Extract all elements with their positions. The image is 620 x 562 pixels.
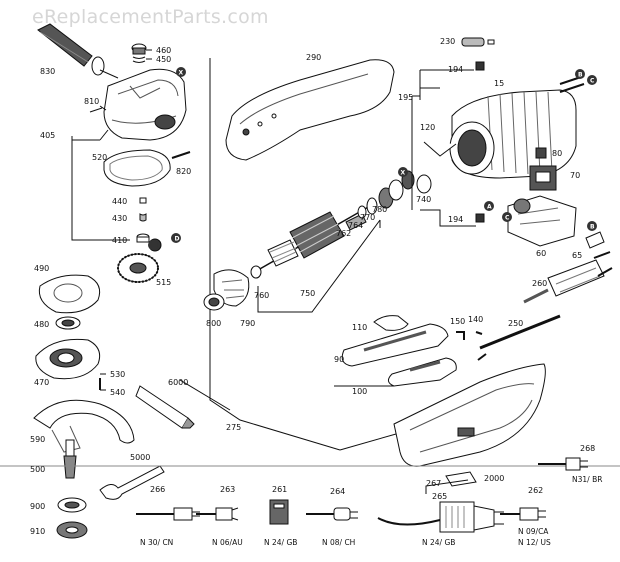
part-480: 480 <box>34 320 49 329</box>
part-810: 810 <box>84 97 99 106</box>
part-760: 760 <box>254 291 269 300</box>
part-194-top: 194 <box>448 65 463 74</box>
bullet-b2: B <box>590 224 595 231</box>
plug-label-n09: N 09/CA <box>518 527 549 536</box>
bullet-x2: X <box>401 170 406 177</box>
part-490: 490 <box>34 264 49 273</box>
part-268: 268 <box>580 444 595 453</box>
motor-housing-top <box>225 59 395 161</box>
part-275: 275 <box>226 423 241 432</box>
bullet-c1: C <box>590 78 595 85</box>
bullet-x1: X <box>179 70 184 77</box>
part-5000: 5000 <box>130 453 150 462</box>
part-70: 70 <box>570 171 580 180</box>
spindle-lock <box>131 43 152 63</box>
part-15: 15 <box>494 79 504 88</box>
plug-label-n30: N 30/ CN <box>140 538 173 547</box>
part-460: 460 <box>156 46 171 55</box>
plug-label-n24-a: N 24/ GB <box>264 538 297 547</box>
part-260: 260 <box>532 279 547 288</box>
part-820: 820 <box>176 167 191 176</box>
part-780: 780 <box>372 205 387 214</box>
plug-label-n08: N 08/ CH <box>322 538 355 547</box>
part-90: 90 <box>334 355 344 364</box>
watermark: eReplacementParts.com <box>32 6 269 28</box>
field-stator <box>449 75 585 179</box>
part-100: 100 <box>352 387 367 396</box>
part-250: 250 <box>508 319 523 328</box>
part-410: 410 <box>112 236 127 245</box>
part-65: 65 <box>572 251 582 260</box>
part-764: 764 <box>348 221 363 230</box>
bullet-a1: A <box>487 204 492 211</box>
gear-head <box>103 68 187 141</box>
part-6000: 6000 <box>168 378 188 387</box>
bullet-b1: B <box>578 72 583 79</box>
part-110: 110 <box>352 323 367 332</box>
part-150: 150 <box>450 317 465 326</box>
part-515: 515 <box>156 278 171 287</box>
part-590: 590 <box>30 435 45 444</box>
part-750: 750 <box>300 289 315 298</box>
part-60: 60 <box>536 249 546 258</box>
part-500: 500 <box>30 465 45 474</box>
part-530: 530 <box>110 370 125 379</box>
part-262: 262 <box>528 486 543 495</box>
part-120: 120 <box>420 123 435 132</box>
part-numbers: 830 460 450 810 405 520 820 440 430 410 … <box>30 37 595 536</box>
part-790: 790 <box>240 319 255 328</box>
part-263: 263 <box>220 485 235 494</box>
part-140: 140 <box>468 315 483 324</box>
plug-label-n31: N31/ BR <box>572 475 602 484</box>
plug-label-n24-b: N 24/ GB <box>422 538 455 547</box>
part-261: 261 <box>272 485 287 494</box>
part-762: 762 <box>336 229 351 238</box>
part-910: 910 <box>30 527 45 536</box>
side-handle <box>37 23 119 79</box>
bullet-d1: D <box>175 236 180 243</box>
part-520: 520 <box>92 153 107 162</box>
part-2000: 2000 <box>484 474 504 483</box>
part-267: 267 <box>426 479 441 488</box>
part-900: 900 <box>30 502 45 511</box>
motor-housing-bottom <box>393 363 546 467</box>
part-430: 430 <box>112 214 127 223</box>
plug-label-n06: N 06/AU <box>212 538 243 547</box>
part-230: 230 <box>440 37 455 46</box>
part-195: 195 <box>398 93 413 102</box>
part-740: 740 <box>416 195 431 204</box>
armature <box>250 205 371 279</box>
callout-bullets <box>148 67 597 250</box>
part-405: 405 <box>40 131 55 140</box>
part-450: 450 <box>156 55 171 64</box>
part-770: 770 <box>360 213 375 222</box>
part-830: 830 <box>40 67 55 76</box>
part-800: 800 <box>206 319 221 328</box>
part-265: 265 <box>432 492 447 501</box>
part-540: 540 <box>110 388 125 397</box>
part-470: 470 <box>34 378 49 387</box>
plug-label-n12: N 12/ US <box>518 538 551 547</box>
part-264: 264 <box>330 487 345 496</box>
part-80: 80 <box>552 149 562 158</box>
part-266: 266 <box>150 485 165 494</box>
part-290: 290 <box>306 53 321 62</box>
bullet-c2: C <box>505 215 510 222</box>
part-440: 440 <box>112 197 127 206</box>
plug-labels: N 30/ CN N 06/AU N 24/ GB N 08/ CH N 24/… <box>140 475 602 547</box>
part-194-bottom: 194 <box>448 215 463 224</box>
